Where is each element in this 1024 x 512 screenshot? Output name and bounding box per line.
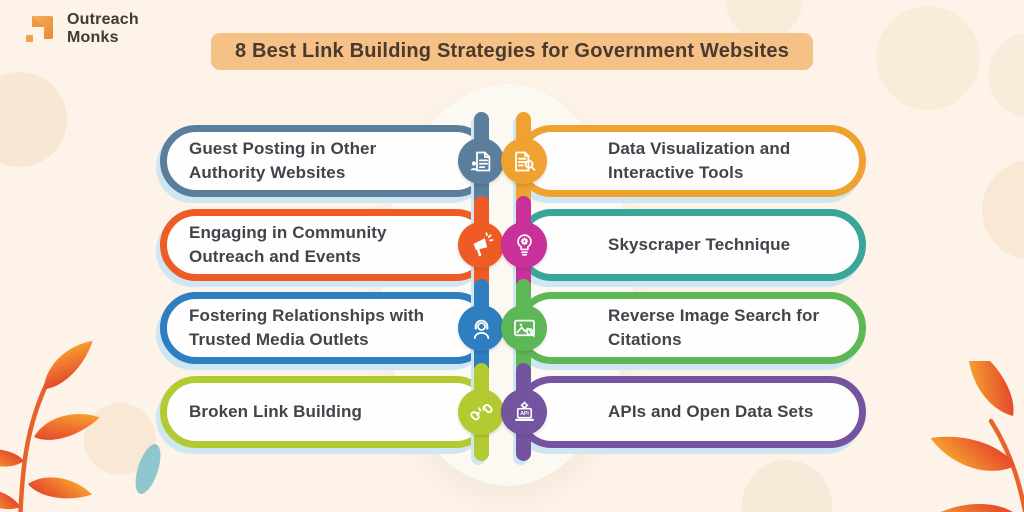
logo-line2: Monks: [67, 29, 119, 46]
strategy-row-4: Broken Link Building APIs and Open Data …: [0, 363, 1024, 461]
page-title: 8 Best Link Building Strategies for Gove…: [210, 33, 814, 70]
strategy-pill-broken-link: Broken Link Building: [160, 376, 492, 448]
strategy-label: Skyscraper Technique: [608, 234, 791, 254]
megaphone-icon: [458, 222, 504, 268]
outreach-monks-logo: Outreach Monks: [22, 11, 139, 47]
strategy-label: Guest Posting in Other Authority Website…: [189, 138, 377, 182]
outreach-monks-logo-icon: [26, 16, 53, 42]
svg-text:API: API: [520, 411, 529, 417]
idea-bulb-gear-icon: [501, 222, 547, 268]
strategy-pill-community-outreach: Engaging in Community Outreach and Event…: [160, 209, 492, 281]
strategy-label: APIs and Open Data Sets: [608, 401, 814, 421]
strategy-label: Reverse Image Search for Citations: [608, 305, 820, 349]
strategy-pill-guest-posting: Guest Posting in Other Authority Website…: [160, 125, 492, 197]
strategy-pill-reverse-image-search: Reverse Image Search for Citations: [516, 292, 866, 364]
broken-link-icon: [458, 389, 504, 435]
logo-wordmark: Outreach Monks: [67, 11, 139, 47]
strategy-pill-skyscraper: Skyscraper Technique: [516, 209, 866, 281]
decor-circle: [742, 460, 832, 512]
strategy-label: Data Visualization and Interactive Tools: [608, 138, 791, 182]
data-visualization-icon: [501, 138, 547, 184]
logo-line1: Outreach: [67, 11, 139, 29]
strategy-row-1: Guest Posting in Other Authority Website…: [0, 112, 1024, 210]
strategy-pill-media-relationships: Fostering Relationships with Trusted Med…: [160, 292, 492, 364]
decor-circle: [988, 32, 1024, 118]
media-person-icon: [458, 305, 504, 351]
guest-post-document-icon: [458, 138, 504, 184]
strategy-row-2: Engaging in Community Outreach and Event…: [0, 196, 1024, 294]
image-search-icon: [501, 305, 547, 351]
api-laptop-icon: API: [501, 389, 547, 435]
strategy-label: Broken Link Building: [189, 401, 362, 421]
decor-circle: [876, 6, 980, 110]
strategy-label: Fostering Relationships with Trusted Med…: [189, 305, 425, 349]
strategy-pill-apis-open-data: APIs and Open Data Sets: [516, 376, 866, 448]
strategy-label: Engaging in Community Outreach and Event…: [189, 222, 387, 266]
strategy-row-3: Fostering Relationships with Trusted Med…: [0, 279, 1024, 377]
strategy-pill-data-visualization: Data Visualization and Interactive Tools: [516, 125, 866, 197]
